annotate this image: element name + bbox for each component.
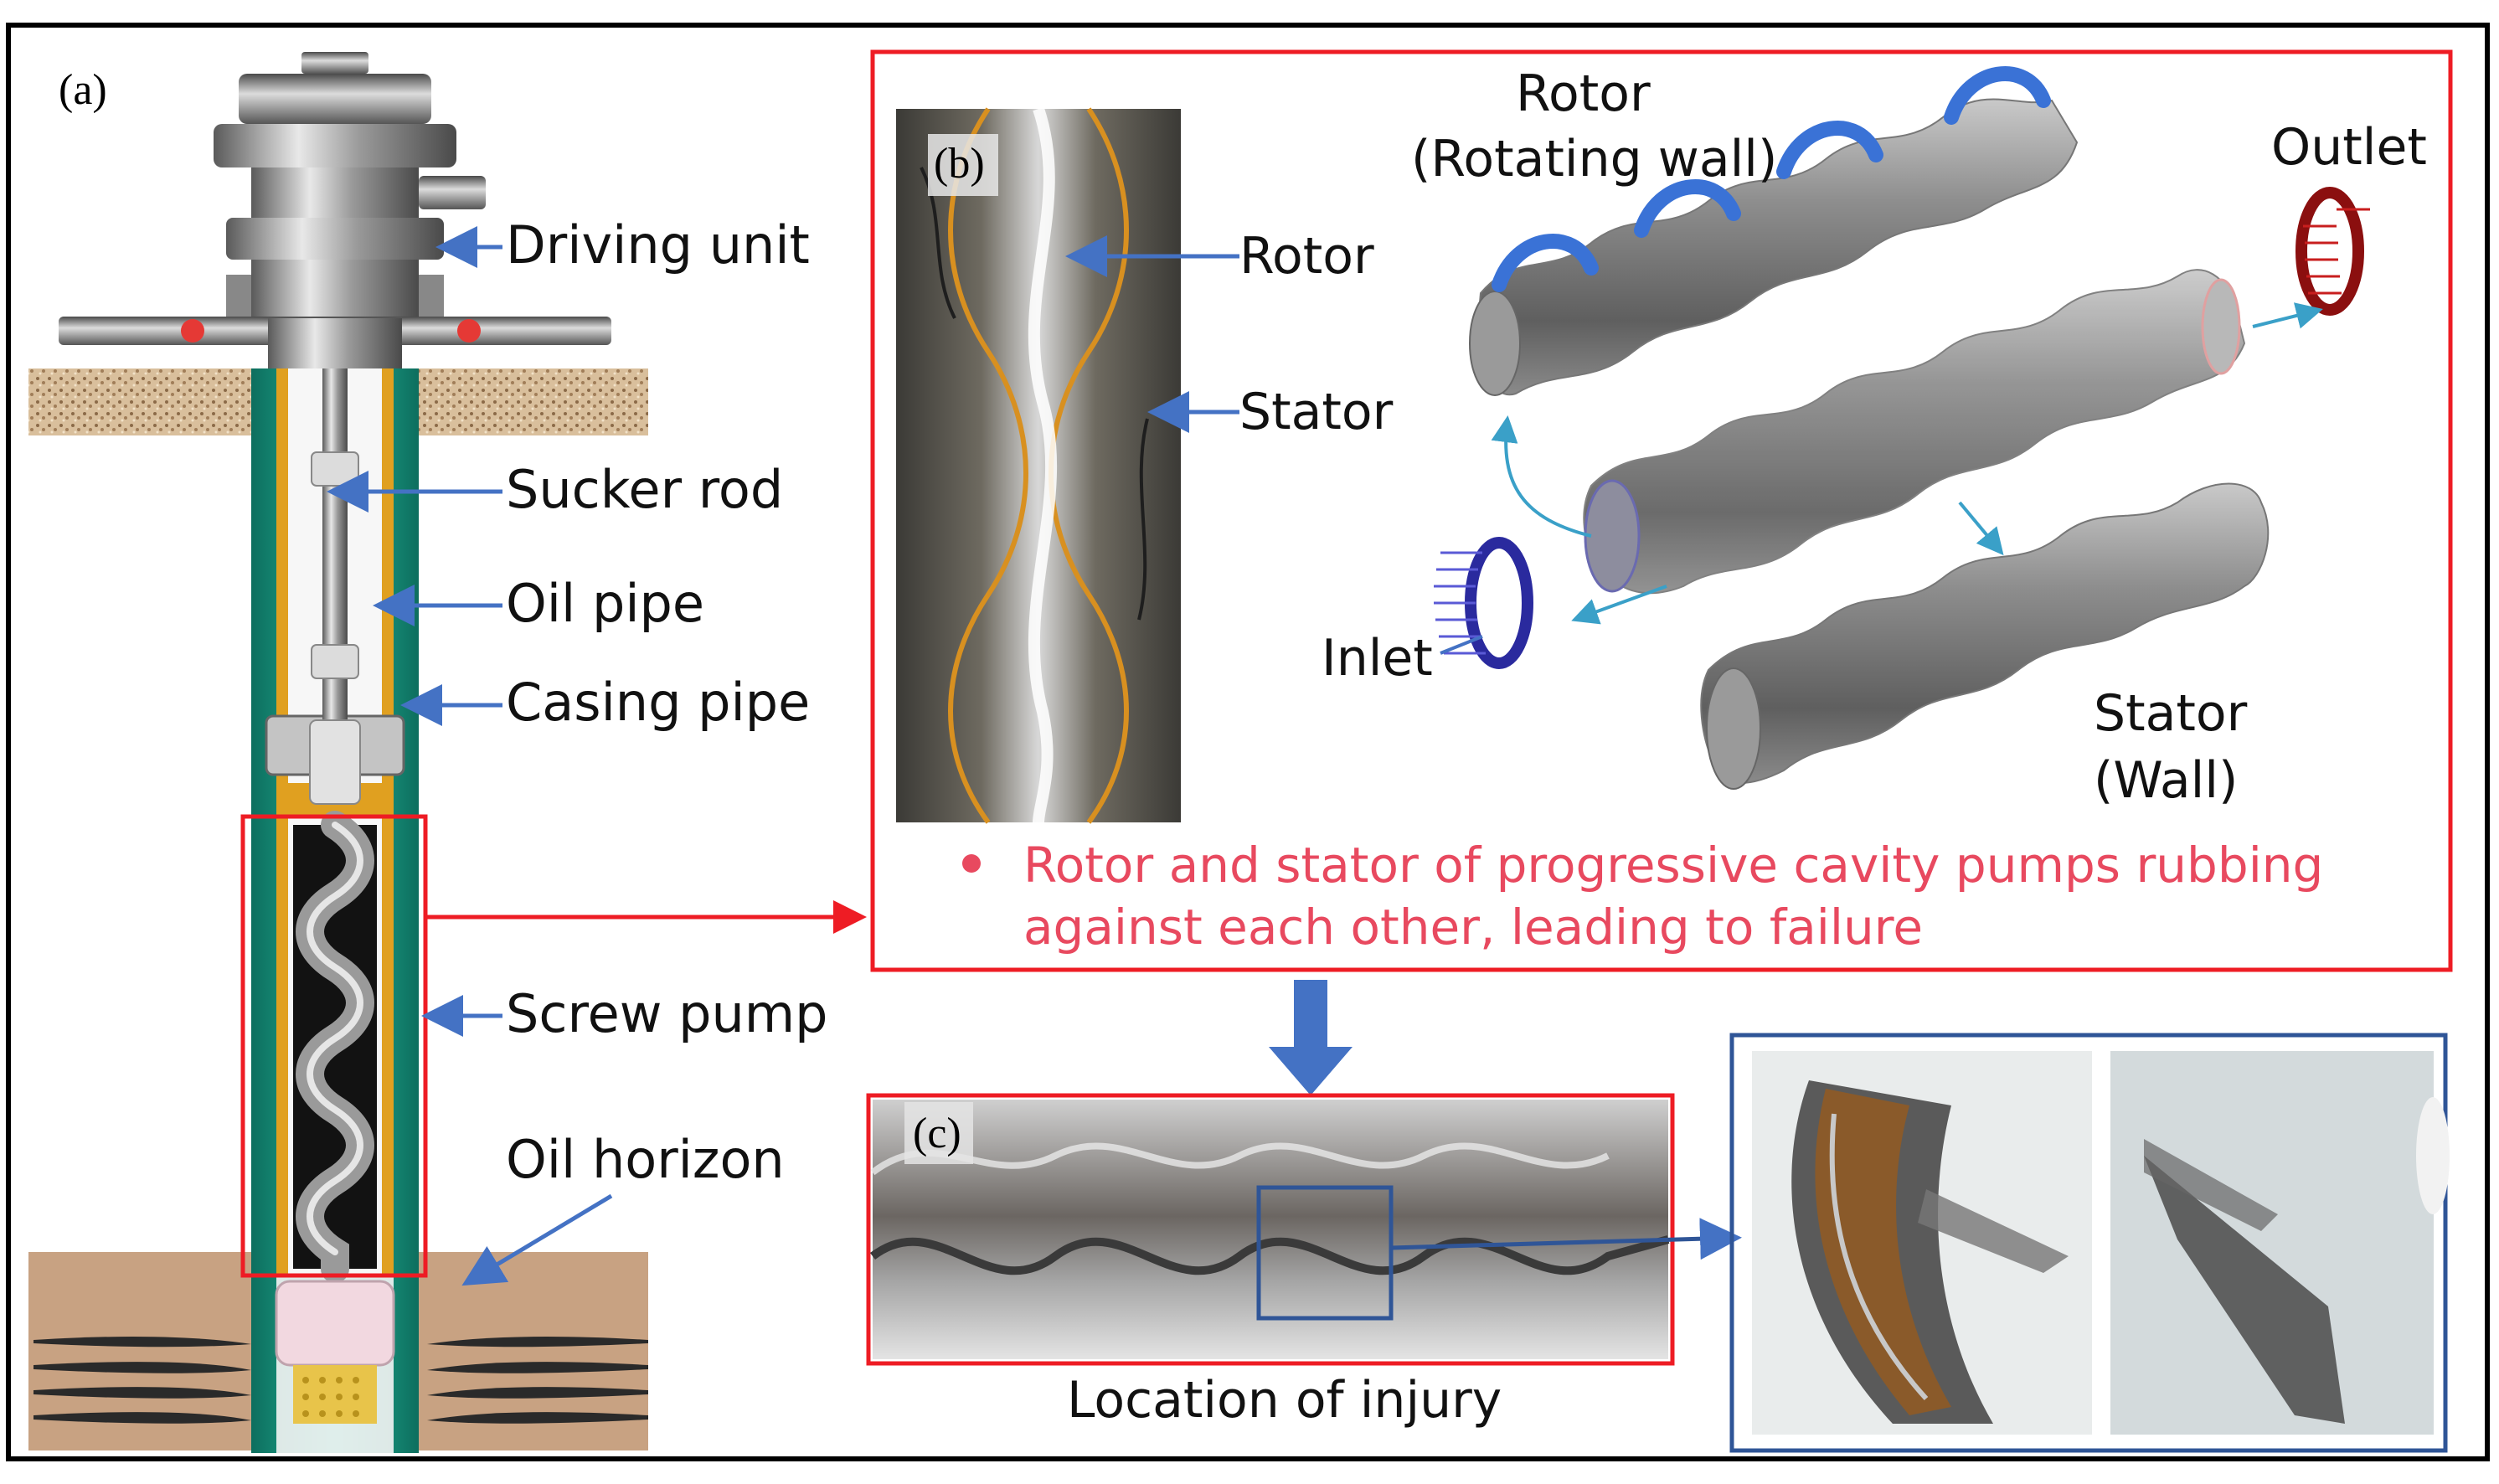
panel-b-letter: (b) (934, 140, 985, 188)
label-inlet: Inlet (1322, 629, 1433, 688)
label-driving-unit: Driving unit (506, 214, 810, 276)
cfd-assembled-tube (1583, 269, 2246, 595)
label-location-of-injury: Location of injury (1067, 1371, 1502, 1430)
oil-pipe-right (382, 368, 394, 1277)
damage-inset-frame (1729, 1033, 2448, 1453)
flow-arrows (1491, 302, 2323, 625)
label-rotor: Rotor (1516, 64, 1651, 123)
label-screw-pump: Screw pump (506, 983, 828, 1044)
label-stator-photo: Stator (1239, 383, 1394, 441)
label-casing-pipe: Casing pipe (506, 672, 811, 733)
failure-caption-line2: against each other, leading to failure (1023, 899, 1924, 956)
outer-frame (6, 23, 2490, 1461)
panel-a-letter: (a) (59, 66, 107, 114)
label-outlet: Outlet (2271, 118, 2427, 177)
outlet-ring (2295, 187, 2370, 316)
label-oil-pipe: Oil pipe (506, 573, 705, 634)
panel-c-letter: (c) (913, 1110, 961, 1157)
cfd-rotor-tube (1469, 98, 2079, 396)
failure-caption-line1: Rotor and stator of progressive cavity p… (1023, 837, 2324, 894)
oil-pipe-left (276, 368, 288, 1277)
cfd-stator-tube (1700, 482, 2270, 790)
label-rotor-photo: Rotor (1239, 227, 1374, 286)
rotation-arrows (1492, 66, 2051, 292)
well-schematic (28, 52, 867, 1453)
damage-photo-2 (2110, 1051, 2450, 1435)
label-wall: (Wall) (2094, 751, 2239, 810)
pump-highlight-box (240, 814, 428, 1278)
panel-b-frame (870, 49, 2453, 972)
label-sucker-rod: Sucker rod (506, 459, 784, 520)
panel-a-leaders (327, 226, 613, 1286)
damage-photo-1 (1752, 1051, 2092, 1435)
label-oil-horizon: Oil horizon (506, 1129, 785, 1190)
rotor-stator-photo (896, 106, 1181, 824)
label-stator: Stator (2094, 684, 2248, 743)
inlet-leader (1440, 635, 1483, 655)
injury-link-arrow (1390, 1218, 1742, 1260)
failure-caption: Rotor and stator of progressive cavity p… (1023, 834, 2323, 958)
down-arrow (1269, 980, 1353, 1095)
panel-b-photo-leaders (1065, 235, 1239, 433)
caption-bullet (962, 854, 981, 873)
formation-fractures (33, 1337, 648, 1424)
injury-box (1256, 1185, 1394, 1321)
panel-c-frame (866, 1093, 1675, 1366)
inlet-ring (1434, 537, 1533, 669)
driving-unit-drawing (59, 52, 611, 368)
label-rotating-wall: (Rotating wall) (1411, 130, 1778, 188)
